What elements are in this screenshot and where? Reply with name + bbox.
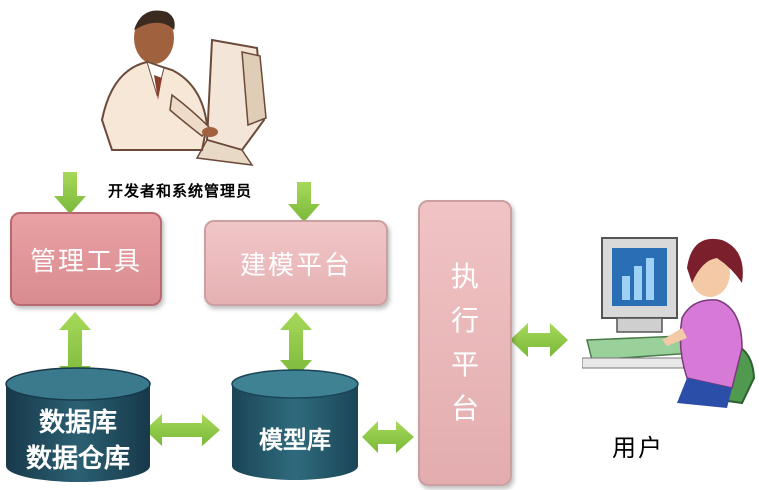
model-repo-cylinder: [231, 369, 359, 480]
management-tools-box: 管理工具: [10, 212, 162, 306]
user-label: 用户: [612, 434, 664, 462]
arrow-modeling-repo: [280, 312, 312, 378]
arrow-down-modeling: [288, 182, 320, 222]
execution-platform-box: 执 行 平 台: [418, 200, 512, 486]
database-label-2: 数据仓库: [25, 444, 130, 474]
developer-at-computer-icon: [100, 10, 267, 166]
execution-char: 平: [450, 348, 479, 381]
arrow-tools-database: [59, 312, 91, 384]
management-tools-label: 管理工具: [29, 246, 142, 277]
modeling-platform-label: 建模平台: [239, 250, 352, 281]
database-cylinder: [5, 367, 151, 482]
developer-label: 开发者和系统管理员: [108, 182, 253, 200]
arrow-database-repo: [145, 414, 220, 446]
execution-char: 执: [450, 260, 479, 293]
database-label-1: 数据库: [38, 408, 117, 438]
modeling-platform-box: 建模平台: [204, 220, 388, 306]
model-repo-label: 模型库: [259, 426, 331, 454]
arrow-down-tools: [54, 172, 86, 214]
user-at-computer-icon: [582, 237, 756, 408]
execution-char: 行: [450, 304, 479, 337]
arrow-repo-execution: [362, 421, 414, 453]
arrow-execution-user: [510, 323, 568, 357]
execution-char: 台: [450, 392, 479, 425]
